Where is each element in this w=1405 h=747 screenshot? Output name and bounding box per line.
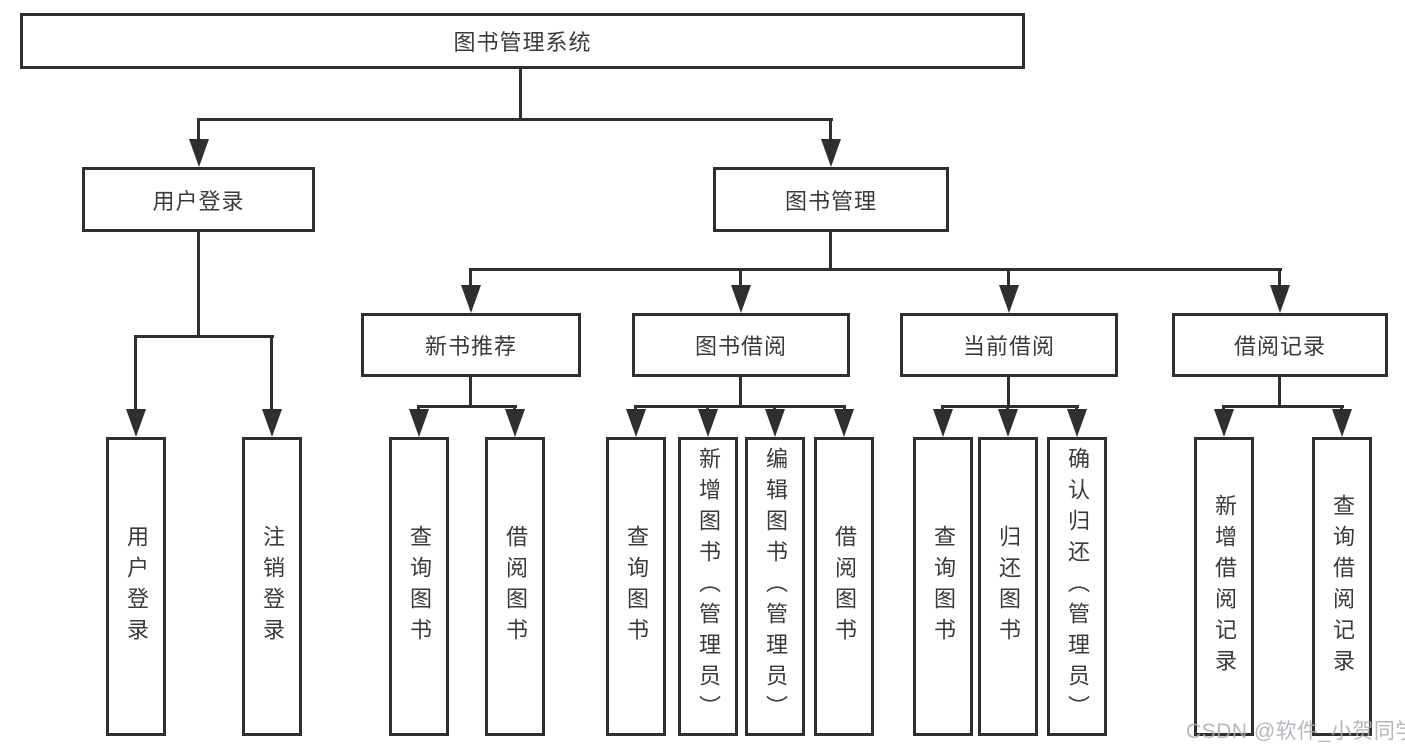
connector-records-stem (1278, 377, 1281, 407)
leaf-add-book-admin: 新增图书（管理员） (678, 437, 738, 736)
connector-current-stem (1007, 377, 1010, 407)
connector-records-stub-1 (1222, 405, 1225, 412)
arrowhead-add-book-admin (698, 409, 718, 437)
node-book-borrow-label: 图书借阅 (694, 334, 787, 359)
leaf-logout: 注销登录 (242, 437, 302, 736)
node-current-borrow: 当前借阅 (900, 313, 1118, 377)
node-root: 图书管理系统 (20, 13, 1025, 69)
connector-book-management-stem (829, 232, 832, 271)
leaf-borrow-books-borrow: 借阅图书 (814, 437, 874, 736)
arrowhead-records (1270, 285, 1290, 313)
connector-current-bar (941, 405, 1079, 408)
connector-recommend-stub-1 (417, 405, 420, 412)
leaf-user-login: 用户登录 (106, 437, 166, 736)
arrowhead-return-book (998, 409, 1018, 437)
node-borrow-records-label: 借阅记录 (1233, 334, 1326, 359)
arrowhead-confirm-return-admin (1067, 409, 1087, 437)
leaf-return-book: 归还图书 (978, 437, 1038, 736)
arrowhead-query-books-borrow (626, 409, 646, 437)
arrowhead-query-borrow-record (1332, 409, 1352, 437)
node-user-login: 用户登录 (82, 167, 315, 232)
connector-current-stub (1007, 268, 1010, 288)
leaf-query-books-current: 查询图书 (913, 437, 973, 736)
connector-borrow-stem (739, 377, 742, 407)
leaf-user-login-label: 用户登录 (124, 524, 149, 649)
connector-records-stub-2 (1340, 405, 1343, 412)
connector-book-management-stub (829, 118, 832, 142)
connector-borrow-stub-2 (706, 405, 709, 412)
connector-user-login-stem (197, 232, 200, 336)
connector-book-management-bar (469, 268, 1282, 271)
arrowhead-borrow-books-borrow (834, 409, 854, 437)
leaf-logout-label: 注销登录 (260, 524, 285, 649)
leaf-borrow-books-recommend: 借阅图书 (485, 437, 545, 736)
arrowhead-edit-book-admin (765, 409, 785, 437)
node-new-book-recommend-label: 新书推荐 (424, 334, 517, 359)
leaf-query-books-borrow-label: 查询图书 (624, 524, 649, 649)
connector-root-bar (197, 118, 833, 121)
arrowhead-borrow-books-recommend (505, 409, 525, 437)
arrowhead-current (999, 285, 1019, 313)
connector-root-stem (519, 69, 522, 121)
connector-user-login-stub (197, 118, 200, 142)
node-borrow-records: 借阅记录 (1172, 313, 1388, 377)
arrowhead-query-books-recommend (409, 409, 429, 437)
connector-current-stub-1 (941, 405, 944, 412)
arrowhead-query-books-current (933, 409, 953, 437)
connector-leaf-user-login-stub (134, 335, 137, 411)
arrowhead-borrow (731, 285, 751, 313)
leaf-edit-book-admin-label: 编辑图书（管理员） (763, 447, 788, 726)
connector-borrow-stub-3 (773, 405, 776, 412)
connector-recommend-bar (417, 405, 517, 408)
connector-leaf-logout-stub (270, 335, 273, 411)
leaf-add-borrow-record: 新增借阅记录 (1194, 437, 1254, 736)
node-root-label: 图书管理系统 (453, 30, 592, 55)
connector-borrow-stub (739, 268, 742, 288)
connector-current-stub-3 (1075, 405, 1078, 412)
leaf-query-borrow-record: 查询借阅记录 (1312, 437, 1372, 736)
leaf-query-borrow-record-label: 查询借阅记录 (1330, 493, 1355, 680)
csdn-watermark: CSDN @软件_小贺同学 (1186, 720, 1405, 743)
arrowhead-add-borrow-record (1214, 409, 1234, 437)
connector-borrow-bar (634, 405, 846, 408)
arrowhead-book-management (821, 139, 841, 167)
arrowhead-recommend (461, 285, 481, 313)
arrowhead-user-login (189, 139, 209, 167)
connector-user-login-bar (134, 335, 274, 338)
connector-borrow-stub-1 (634, 405, 637, 412)
connector-borrow-stub-4 (843, 405, 846, 412)
leaf-confirm-return-admin-label: 确认归还（管理员） (1065, 447, 1090, 726)
node-book-borrow: 图书借阅 (632, 313, 850, 377)
connector-current-stub-2 (1006, 405, 1009, 412)
connector-recommend-stem (469, 377, 472, 407)
node-current-borrow-label: 当前借阅 (962, 334, 1055, 359)
connector-recommend-stub-2 (513, 405, 516, 412)
node-book-management: 图书管理 (713, 167, 949, 232)
leaf-return-book-label: 归还图书 (996, 524, 1021, 649)
leaf-confirm-return-admin: 确认归还（管理员） (1047, 437, 1107, 736)
connector-recommend-stub (469, 268, 472, 288)
leaf-query-books-current-label: 查询图书 (931, 524, 956, 649)
arrowhead-leaf-logout (262, 409, 282, 437)
leaf-query-books-borrow: 查询图书 (606, 437, 666, 736)
leaf-edit-book-admin: 编辑图书（管理员） (745, 437, 805, 736)
leaf-add-borrow-record-label: 新增借阅记录 (1212, 493, 1237, 680)
arrowhead-leaf-user-login (126, 409, 146, 437)
leaf-query-books-recommend: 查询图书 (389, 437, 449, 736)
leaf-add-book-admin-label: 新增图书（管理员） (696, 447, 721, 726)
leaf-borrow-books-borrow-label: 借阅图书 (832, 524, 857, 649)
connector-records-bar (1222, 405, 1344, 408)
node-user-login-label: 用户登录 (152, 188, 245, 214)
node-book-management-label: 图书管理 (784, 188, 877, 214)
node-new-book-recommend: 新书推荐 (361, 313, 581, 377)
connector-records-stub (1278, 268, 1281, 288)
leaf-query-books-recommend-label: 查询图书 (407, 524, 432, 649)
leaf-borrow-books-recommend-label: 借阅图书 (503, 524, 528, 649)
